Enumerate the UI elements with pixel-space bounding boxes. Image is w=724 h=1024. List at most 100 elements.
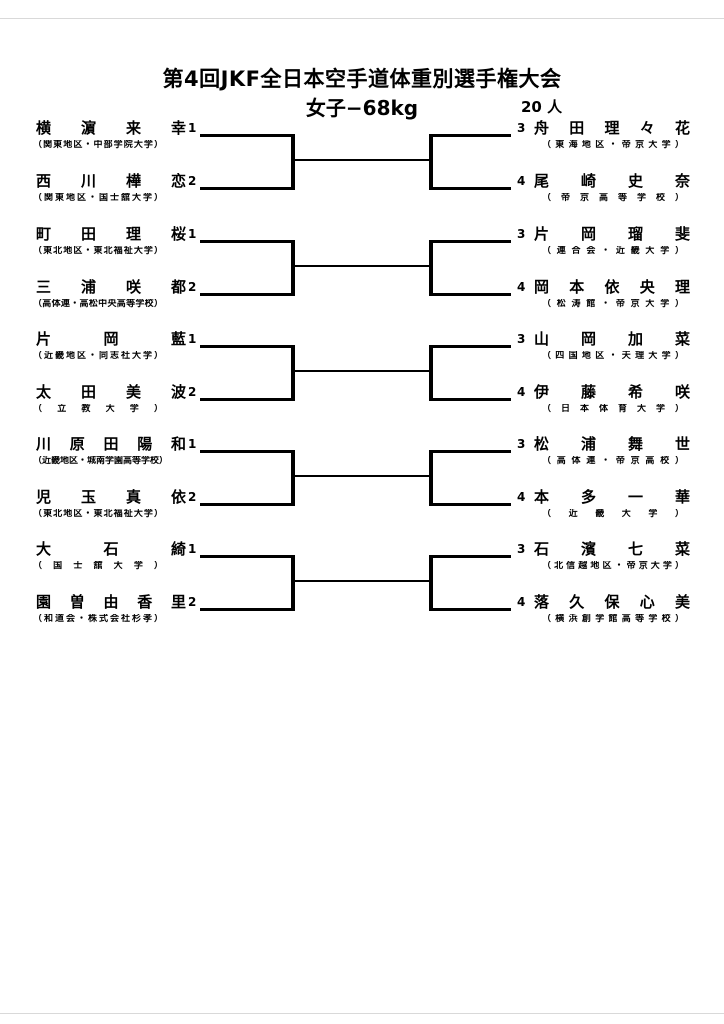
player-affiliation: （東海地区・帝京大学）: [542, 140, 684, 150]
bracket-line: [295, 475, 431, 477]
player-affiliation: （関東地区・中部学院大学）: [33, 140, 163, 150]
player-affiliation: （和道会・株式会社杉孝）: [33, 614, 163, 624]
bracket-line: [429, 345, 433, 401]
player-name: 石濱七菜: [534, 541, 690, 557]
player-name: 伊藤希咲: [534, 384, 690, 400]
player-seed: 3: [517, 437, 526, 451]
player-name: 園曽由香里: [36, 594, 186, 610]
player-seed: 4: [517, 174, 526, 188]
player-entry: 大石綺 1 （国士舘大学）: [0, 541, 200, 575]
player-seed: 1: [188, 332, 197, 346]
player-affiliation: （東北地区・東北福祉大学）: [33, 509, 163, 519]
player-name: 舟田理々花: [534, 120, 690, 136]
bracket-line: [429, 240, 433, 296]
bracket-line: [429, 450, 433, 506]
player-name: 松浦舞世: [534, 436, 690, 452]
bracket-line: [200, 450, 294, 453]
player-seed: 3: [517, 542, 526, 556]
bracket-match-group: 大石綺 1 （国士舘大学） 園曽由香里 2 （和道会・株式会社杉孝） 3 石濱七…: [0, 541, 724, 646]
bracket-match-group: 町田理桜 1 （東北地区・東北福祉大学） 三浦咲都 2 （高体連・高松中央高等学…: [0, 226, 724, 331]
player-seed: 1: [188, 437, 197, 451]
player-entry: 4 尾崎史奈 （帝京高等学校）: [517, 173, 702, 207]
player-entry: 太田美波 2 （立教大学）: [0, 384, 200, 418]
bracket-line: [291, 345, 295, 401]
player-affiliation: （松涛館・帝京大学）: [542, 299, 684, 309]
player-name: 山岡加菜: [534, 331, 690, 347]
player-entry: 三浦咲都 2 （高体連・高松中央高等学校）: [0, 279, 200, 313]
player-entry: 4 落久保心美 （横浜創学館高等学校）: [517, 594, 702, 628]
bracket-line: [291, 450, 295, 506]
player-affiliation: （近畿地区・城南学園高等学校）: [33, 456, 163, 466]
player-entry: 横濵来幸 1 （関東地区・中部学院大学）: [0, 120, 200, 154]
player-entry: 3 石濱七菜 （北信越地区・帝京大学）: [517, 541, 702, 575]
player-entry: 川原田陽和 1 （近畿地区・城南学園高等学校）: [0, 436, 200, 470]
bracket-line: [429, 555, 433, 611]
player-seed: 1: [188, 121, 197, 135]
player-affiliation: （横浜創学館高等学校）: [542, 614, 684, 624]
player-seed: 4: [517, 280, 526, 294]
player-affiliation: （帝京高等学校）: [542, 193, 684, 203]
player-name: 横濵来幸: [36, 120, 186, 136]
player-seed: 4: [517, 490, 526, 504]
player-affiliation: （北信越地区・帝京大学）: [542, 561, 684, 571]
player-entry: 児玉真依 2 （東北地区・東北福祉大学）: [0, 489, 200, 523]
player-name: 片岡藍: [36, 331, 186, 347]
player-entry: 3 松浦舞世 （高体連・帝京高校）: [517, 436, 702, 470]
player-entry: 4 岡本依央理 （松涛館・帝京大学）: [517, 279, 702, 313]
bracket-line: [200, 503, 294, 506]
bracket-line: [291, 240, 295, 296]
player-name: 児玉真依: [36, 489, 186, 505]
player-name: 三浦咲都: [36, 279, 186, 295]
bracket-line: [291, 134, 295, 190]
bracket-line: [429, 134, 433, 190]
bracket-line: [200, 134, 294, 137]
player-name: 西川樺恋: [36, 173, 186, 189]
player-affiliation: （高体連・高松中央高等学校）: [33, 299, 163, 309]
player-entry: 西川樺恋 2 （関東地区・国士舘大学）: [0, 173, 200, 207]
bracket-line: [295, 159, 431, 161]
player-affiliation: （日本体育大学）: [542, 404, 684, 414]
player-entry: 園曽由香里 2 （和道会・株式会社杉孝）: [0, 594, 200, 628]
bracket-line: [433, 503, 511, 506]
player-seed: 2: [188, 385, 197, 399]
bracket-line: [200, 293, 294, 296]
player-entry: 4 伊藤希咲 （日本体育大学）: [517, 384, 702, 418]
player-entry: 4 本多一華 （近畿大学）: [517, 489, 702, 523]
bracket-line: [433, 450, 511, 453]
bracket-line: [291, 555, 295, 611]
player-seed: 3: [517, 332, 526, 346]
bracket-line: [433, 240, 511, 243]
bracket-line: [295, 265, 431, 267]
page-bottom-border: [0, 1013, 724, 1014]
player-seed: 2: [188, 280, 197, 294]
player-affiliation: （連合会・近畿大学）: [542, 246, 684, 256]
player-seed: 1: [188, 227, 197, 241]
player-affiliation: （関東地区・国士舘大学）: [33, 193, 163, 203]
player-entry: 3 片岡瑠斐 （連合会・近畿大学）: [517, 226, 702, 260]
player-affiliation: （近畿地区・同志社大学）: [33, 351, 163, 361]
weight-class-label: 女子−68kg: [305, 96, 419, 120]
bracket-line: [433, 555, 511, 558]
bracket-line: [433, 345, 511, 348]
player-seed: 3: [517, 121, 526, 135]
player-seed: 2: [188, 490, 197, 504]
player-entry: 3 山岡加菜 （四国地区・天理大学）: [517, 331, 702, 365]
player-affiliation: （近畿大学）: [542, 509, 684, 519]
player-name: 町田理桜: [36, 226, 186, 242]
player-name: 川原田陽和: [36, 436, 186, 452]
player-seed: 1: [188, 542, 197, 556]
bracket-line: [295, 370, 431, 372]
player-seed: 2: [188, 174, 197, 188]
player-name: 大石綺: [36, 541, 186, 557]
bracket-line: [200, 398, 294, 401]
bracket-match-group: 横濵来幸 1 （関東地区・中部学院大学） 西川樺恋 2 （関東地区・国士舘大学）…: [0, 120, 724, 225]
bracket-line: [433, 134, 511, 137]
player-affiliation: （四国地区・天理大学）: [542, 351, 684, 361]
bracket-line: [433, 608, 511, 611]
bracket-line: [200, 555, 294, 558]
bracket-match-group: 片岡藍 1 （近畿地区・同志社大学） 太田美波 2 （立教大学） 3 山岡加菜 …: [0, 331, 724, 436]
player-name: 片岡瑠斐: [534, 226, 690, 242]
player-seed: 4: [517, 595, 526, 609]
player-seed: 2: [188, 595, 197, 609]
player-entry: 町田理桜 1 （東北地区・東北福祉大学）: [0, 226, 200, 260]
